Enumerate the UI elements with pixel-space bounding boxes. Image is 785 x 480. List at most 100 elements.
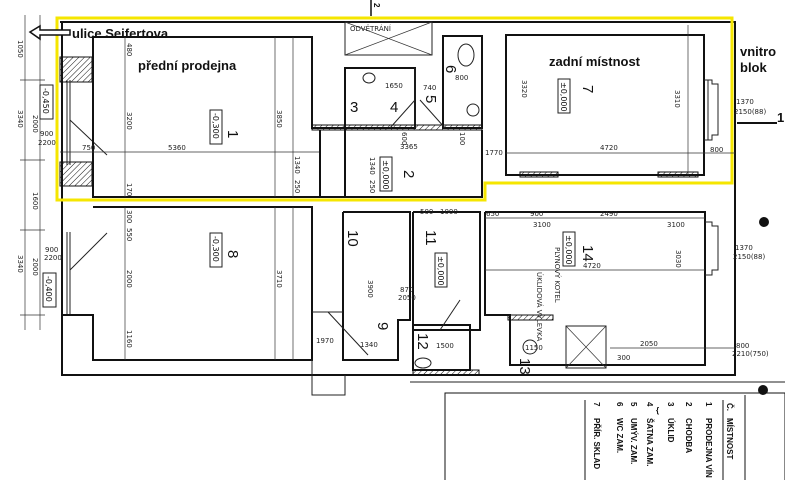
dim-label: 550: [125, 228, 133, 241]
svg-text:PRODEJNA VÍN 2: PRODEJNA VÍN 2: [704, 418, 713, 480]
legend-header-no: Č.: [725, 403, 734, 411]
dim-label: 900: [40, 130, 53, 138]
ventilation-label: ODVĚTRÁNÍ: [350, 24, 391, 33]
dim-label: 1600: [31, 192, 39, 210]
dim-label: 3100: [667, 221, 685, 229]
room-number: 12: [414, 333, 431, 350]
dim-label: 870: [400, 286, 413, 294]
dim-label: 750: [82, 144, 95, 152]
dim-label: 1500: [436, 342, 454, 350]
svg-text:{: {: [656, 406, 659, 415]
dim-label: 500: [420, 208, 433, 216]
dim-label: 2210(750): [732, 350, 769, 358]
dim-label: 4720: [600, 144, 618, 152]
dim-label: 1370: [735, 244, 753, 252]
room-legend-table: Č. MÍSTNOST 1 PRODEJNA VÍN 2 2 CHODBA 3 …: [444, 392, 785, 480]
level-marker-left-bottom: -0,400: [42, 272, 57, 308]
dim-label: 2000: [31, 258, 39, 276]
room-number: 11: [422, 230, 439, 246]
dim-label: 3030: [674, 250, 682, 268]
dim-label: 1340: [368, 157, 376, 175]
dim-label: 1160: [125, 330, 133, 348]
dim-label: 1150: [525, 344, 543, 352]
room-number: 7: [579, 85, 596, 93]
dim-label: 800: [455, 74, 468, 82]
room-8: 300 550 2000 1160 3710 900 2200 8 -0,300: [44, 206, 313, 361]
svg-text:UMÝV. ZAM.: UMÝV. ZAM.: [629, 418, 638, 464]
dim-label: 600: [400, 132, 408, 145]
front-shop-label: přední prodejna: [138, 58, 237, 73]
room-number: 14: [579, 245, 596, 262]
section-marker-1: 1: [737, 110, 784, 125]
level-marker: ±0,000: [436, 256, 445, 286]
rooms-11-12: 500 1000 870 2050 1500 11 12 ±0,000: [398, 208, 481, 376]
svg-text:PŘÍR. SKLAD: PŘÍR. SKLAD: [592, 418, 601, 469]
dim-label: 2150(88): [734, 108, 766, 116]
inner-block-label-2: blok: [740, 60, 767, 75]
room-number: 13: [516, 358, 533, 375]
svg-text:ŠATNA ZAM.: ŠATNA ZAM.: [645, 418, 654, 466]
svg-text:4: 4: [645, 402, 654, 407]
svg-text:1: 1: [704, 402, 713, 407]
service-rooms: ODVĚTRÁNÍ 1650 740 800 3365 600 100 1340…: [311, 21, 503, 198]
room-number: 10: [344, 230, 361, 247]
sink-label: ÚKLIDOVÁ VÝLEVKA: [535, 272, 544, 341]
svg-text:2: 2: [372, 3, 381, 8]
punch-hole: [759, 217, 769, 227]
dim-label: 800: [710, 146, 723, 154]
dim-label: 3310: [673, 90, 681, 108]
street-label: ulice Seifertova: [72, 26, 169, 41]
dim-label: 250: [293, 180, 301, 193]
level-marker: -0,300: [211, 113, 220, 139]
dim-label: 2200: [44, 254, 62, 262]
lower-outline: [311, 360, 346, 396]
legend-row: 6 WC ZAM.: [615, 402, 624, 453]
dim-label: 2050: [398, 294, 416, 302]
dim-label: 2150(88): [733, 253, 765, 261]
dim-label: 2000: [31, 115, 39, 133]
room-14: 650 900 2490 3100 3100 4720 3030 2050 30…: [484, 210, 769, 375]
dim-label: 170: [125, 183, 133, 196]
room-number: 5: [422, 95, 439, 103]
dim-label: 3850: [275, 110, 283, 128]
building-outline: [59, 21, 736, 376]
dim-label: 4720: [583, 262, 601, 270]
boiler-label: PLYNOVÝ KOTEL: [553, 247, 562, 303]
legend-header-room: MÍSTNOST: [725, 418, 734, 459]
dim-label: 650: [486, 210, 499, 218]
dim-label: 3340: [16, 110, 24, 128]
dim-label: 100: [458, 132, 466, 145]
room-number: 4: [390, 99, 398, 116]
legend-row: 4 ŠATNA ZAM. {: [645, 402, 659, 466]
dim-label: 250: [368, 180, 376, 193]
room-number: 1: [224, 130, 241, 138]
dim-label: 1650: [385, 82, 403, 90]
inner-block-label: vnitro: [740, 44, 776, 59]
rooms-9-10: 3900 1340 1970 10 9: [312, 211, 411, 361]
svg-text:CHODBA: CHODBA: [684, 418, 693, 453]
svg-text:WC ZAM.: WC ZAM.: [615, 418, 624, 453]
dim-label: 800: [736, 342, 749, 350]
svg-text:3: 3: [666, 402, 675, 407]
dim-label: 3320: [520, 80, 528, 98]
room-number: 8: [224, 250, 241, 258]
dim-label: 1970: [316, 337, 334, 345]
dim-label: 1050: [16, 40, 24, 58]
dim-label: 3200: [125, 112, 133, 130]
room-number: 3: [350, 99, 358, 116]
dim-label: 1000: [440, 208, 458, 216]
svg-text:2: 2: [684, 402, 693, 407]
level-marker-left-top: -0,450: [39, 84, 54, 120]
room-7-back-room: 4720 3320 3310 800 1370 2150(88) 7 ±0,00…: [505, 25, 766, 178]
svg-text:-0,450: -0,450: [41, 88, 50, 114]
dim-label: 2050: [640, 340, 658, 348]
svg-text:6: 6: [615, 402, 624, 407]
dim-label: 3900: [366, 280, 374, 298]
legend-row: 7 PŘÍR. SKLAD: [592, 402, 601, 469]
street-arrow-icon: [28, 24, 71, 41]
dim-label: 2200: [38, 139, 56, 147]
dim-label: 1770: [485, 149, 503, 157]
dim-label: 300: [125, 210, 133, 223]
left-dimension-chain: 1050 3340 2000 900 2200 3340 2000 1600: [16, 15, 56, 330]
